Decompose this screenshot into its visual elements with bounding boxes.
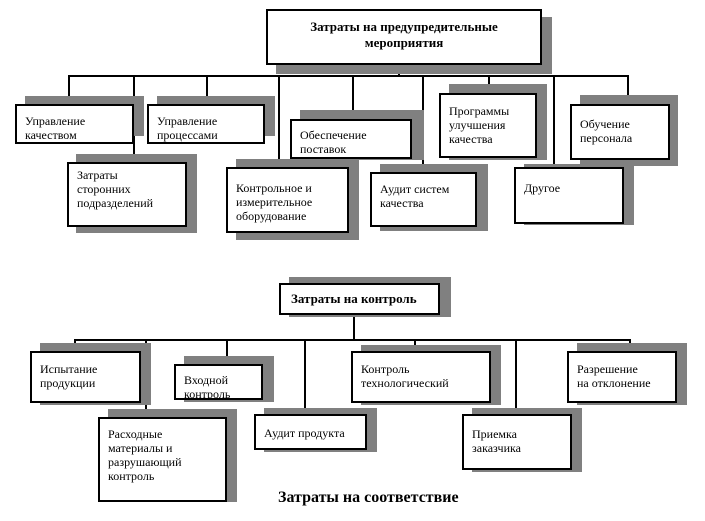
connector [304,339,306,415]
connector [226,339,228,365]
quality-systems-audit-node: Аудит систем качества [370,172,477,227]
connector [278,75,280,165]
control-costs-root: Затраты на контроль [279,283,440,315]
connector [352,75,354,120]
supply-node: Обеспечение поставок [290,119,412,159]
quality-improvement-programs-node: Программы улучшения качества [439,93,537,158]
connector [553,75,555,168]
other-node: Другое [514,167,624,224]
diagram-caption: Затраты на соответствие [278,489,459,506]
process-control-node: Контроль технологический [351,351,491,403]
bus-line [74,339,631,341]
preventive-costs-root: Затраты на предупредительные мероприятия [266,9,542,65]
product-audit-node: Аудит продукта [254,414,367,450]
customer-acceptance-node: Приемка заказчика [462,414,572,470]
process-management-node: Управление процессами [147,104,265,144]
quality-management-node: Управление качеством [15,104,134,144]
product-testing-node: Испытание продукции [30,351,141,403]
bus-line [68,75,629,77]
connector [627,75,629,105]
connector [515,339,517,415]
staff-training-node: Обучение персонала [570,104,670,160]
external-units-costs-node: Затраты сторонних подразделений [67,162,187,227]
connector [206,75,208,105]
connector [353,314,355,341]
consumables-destructive-control-node: Расходные материалы и разрушающий контро… [98,417,227,502]
measuring-equipment-node: Контрольное и измерительное оборудование [226,167,349,233]
connector [68,75,70,105]
incoming-control-node: Входной контроль [174,364,263,400]
deviation-permit-node: Разрешение на отклонение [567,351,677,403]
